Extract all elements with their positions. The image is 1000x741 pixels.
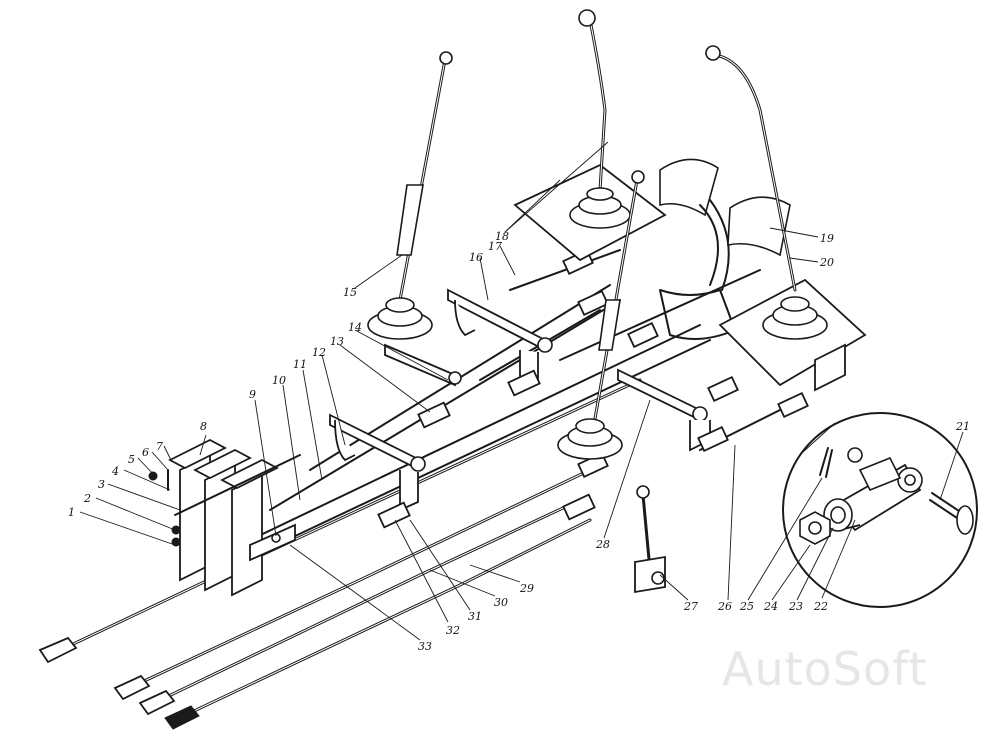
lever-28 (557, 170, 645, 460)
leader-lines (79, 141, 964, 641)
callout-1: 1 (68, 506, 75, 519)
callout-29: 29 (519, 582, 534, 595)
callout-27: 27 (683, 600, 698, 613)
watermark: AutoSoft (722, 642, 928, 696)
callout-18: 18 (495, 230, 509, 243)
callout-3: 3 (98, 478, 105, 491)
pedals (659, 158, 791, 340)
callout-23: 23 (788, 600, 803, 613)
callout-30: 30 (494, 596, 508, 609)
callout-15: 15 (343, 286, 357, 299)
lever-20 (705, 45, 867, 392)
callout-7: 7 (156, 440, 163, 453)
callout-9: 9 (249, 388, 256, 401)
callout-8: 8 (200, 420, 207, 433)
callout-28: 28 (595, 538, 610, 551)
callout-10: 10 (272, 374, 286, 387)
front-clevises (38, 636, 200, 730)
lever-15 (367, 51, 453, 340)
callout-11: 11 (293, 358, 307, 371)
callout-6: 6 (142, 446, 149, 459)
callout-4: 4 (111, 465, 119, 478)
callout-14: 14 (348, 321, 362, 334)
callout-21: 21 (955, 420, 970, 433)
callout-13: 13 (330, 335, 344, 348)
callout-26: 26 (717, 600, 732, 613)
lever-18 (513, 9, 667, 262)
callout-12: 12 (312, 346, 326, 359)
callout-25: 25 (739, 600, 754, 613)
callout-20: 20 (819, 256, 834, 269)
callout-2: 2 (83, 492, 91, 505)
callout-22: 22 (813, 600, 828, 613)
callout-24: 24 (763, 600, 778, 613)
callout-33: 33 (418, 640, 432, 653)
callout-17: 17 (488, 240, 502, 253)
callout-labels: 1 2 3 4 5 6 7 8 9 10 11 12 13 14 15 16 1… (68, 230, 970, 653)
callout-16: 16 (469, 251, 483, 264)
lever-27 (634, 485, 666, 594)
callout-32: 32 (446, 624, 460, 637)
front-bracket (148, 438, 301, 597)
callout-19: 19 (820, 232, 834, 245)
callout-31: 31 (468, 610, 482, 623)
detail-view (782, 412, 978, 608)
callout-5: 5 (128, 453, 135, 466)
